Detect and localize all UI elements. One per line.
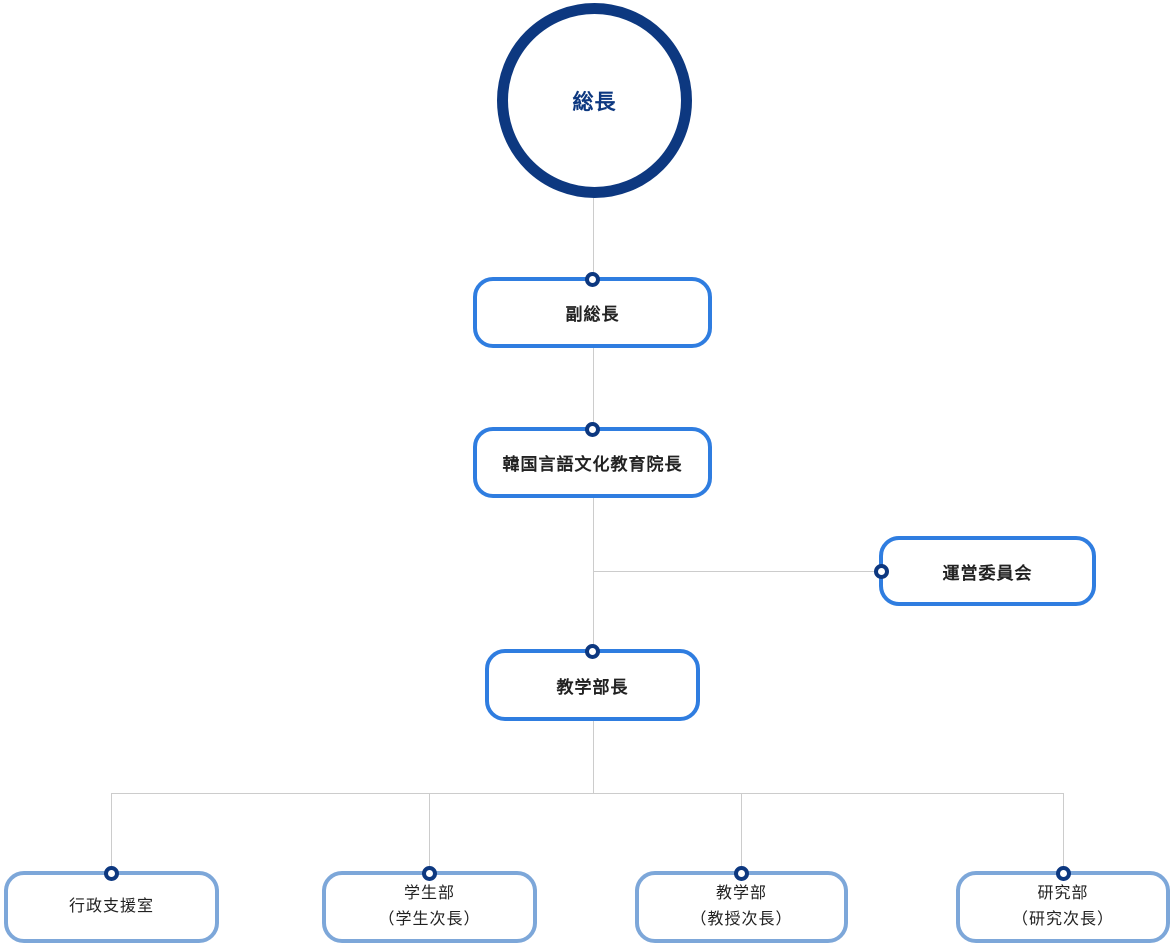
connector-dot-icon — [874, 563, 889, 579]
connector-dot-icon — [585, 272, 600, 287]
node-department-label: 学生部 — [403, 885, 455, 902]
node-department-student-affairs: 学生部 （学生次長） — [322, 866, 537, 943]
connector-line — [111, 793, 1064, 794]
connector-line — [111, 793, 112, 871]
node-vice-president-label: 副総長 — [565, 305, 620, 324]
node-department-sub-label: （研究次長） — [1011, 911, 1114, 928]
connector-line — [593, 197, 594, 277]
connector-line — [593, 721, 594, 793]
node-steering-committee: 運営委員会 — [874, 536, 1096, 606]
node-president: 総長 — [497, 3, 692, 198]
connector-line — [593, 348, 594, 427]
node-steering-committee-label: 運営委員会 — [942, 563, 1033, 583]
node-department-label: 教学部 — [715, 885, 767, 902]
node-academic-affairs-dean: 教学部長 — [485, 644, 700, 721]
connector-dot-icon — [734, 866, 749, 881]
connector-dot-icon — [1055, 866, 1071, 881]
connector-dot-icon — [585, 422, 600, 437]
connector-line — [741, 793, 742, 871]
connector-line — [1063, 793, 1064, 871]
node-department-admin-support: 行政支援室 — [4, 866, 219, 943]
connector-line — [593, 571, 879, 572]
connector-line — [429, 793, 430, 871]
node-academic-affairs-dean-label: 教学部長 — [556, 677, 629, 697]
node-vice-president: 副総長 — [473, 272, 712, 348]
connector-dot-icon — [104, 866, 119, 881]
connector-line — [593, 498, 594, 649]
node-department-sub-label: （学生次長） — [378, 911, 481, 928]
connector-dot-icon — [585, 644, 600, 659]
node-department-label: 行政支援室 — [68, 898, 154, 915]
node-department-academic-affairs: 教学部 （教授次長） — [635, 866, 848, 943]
node-institute-director: 韓国言語文化教育院長 — [473, 422, 712, 498]
node-department-research: 研究部 （研究次長） — [956, 866, 1170, 943]
node-institute-director-label: 韓国言語文化教育院長 — [502, 455, 683, 474]
connector-dot-icon — [422, 866, 437, 881]
node-department-label: 研究部 — [1037, 885, 1089, 902]
node-department-sub-label: （教授次長） — [690, 911, 793, 928]
node-president-label: 総長 — [572, 90, 617, 114]
